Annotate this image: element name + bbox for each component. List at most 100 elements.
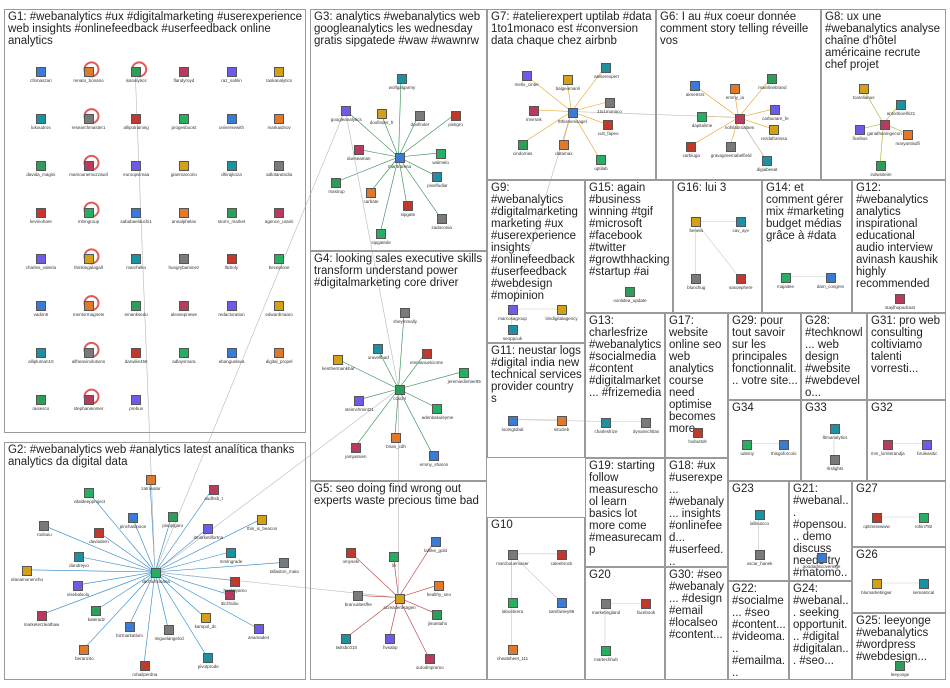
- avatar-icon: [83, 301, 94, 312]
- avatar-icon: [433, 581, 444, 592]
- node-label: twitsbc010: [335, 645, 358, 651]
- avatar-icon: [435, 148, 446, 159]
- avatar-icon: [203, 524, 214, 535]
- avatar-icon: [226, 254, 237, 265]
- avatar-icon: [876, 160, 887, 171]
- node-label: sasoephere: [728, 284, 753, 290]
- node-label: emmy_ia: [725, 95, 744, 101]
- node-label: optimisewww: [863, 524, 890, 529]
- node-label: ccschl: [393, 396, 406, 401]
- group-g13: G13: charlesfrize #webanalytics #socialm…: [585, 313, 665, 458]
- avatar-icon: [430, 536, 441, 547]
- node-label: balgeomanli: [555, 85, 580, 91]
- avatar-icon: [274, 254, 285, 265]
- edge-g3: [379, 156, 399, 234]
- avatar-icon: [345, 547, 356, 558]
- node-label: pivuplgaro: [162, 522, 184, 528]
- avatar-icon: [556, 415, 567, 426]
- node-label: adlotaratndia: [266, 171, 293, 177]
- node-label: dhirajkoza: [221, 171, 242, 177]
- edge-g7: [525, 74, 572, 112]
- node-label: kenthermankhar: [321, 366, 355, 371]
- group-g28: G28: #techknowl... web design #website #…: [801, 313, 867, 400]
- avatar-icon: [35, 394, 46, 405]
- avatar-icon: [556, 549, 567, 560]
- edge-g2: [95, 571, 156, 611]
- node-label: ebanguelava: [218, 358, 245, 364]
- node-label: leeyonge: [890, 672, 910, 677]
- group-g17: G17: website online seo web analytics co…: [665, 313, 728, 458]
- group-g9: G9: #webanalytics #digitalmarketing mark…: [487, 180, 585, 343]
- avatar-icon: [79, 645, 90, 656]
- edge-g4: [398, 388, 434, 456]
- edge-g2: [128, 571, 156, 627]
- node-label: cindorrias: [512, 150, 533, 156]
- avatar-icon: [279, 558, 290, 569]
- avatar-icon: [124, 622, 135, 633]
- node-label: mastrup: [328, 189, 345, 195]
- node-label: timdigitalagency: [545, 316, 578, 321]
- edge-g4: [376, 347, 399, 390]
- node-label: samfanley99: [548, 608, 575, 614]
- node-label: beranzito: [75, 656, 94, 662]
- edge-g3: [398, 114, 420, 158]
- edge-g4: [394, 388, 399, 437]
- avatar-icon: [432, 403, 443, 414]
- node-label: progesboost: [171, 125, 197, 131]
- edge-g2: [26, 569, 156, 573]
- group-label: G25: leeyonge #webanalytics #wordpress #…: [856, 615, 935, 663]
- node-label: mello_cinter: [514, 82, 539, 88]
- edge-g3: [345, 109, 399, 158]
- node-label: nitocleb: [553, 426, 570, 432]
- edge-g8: [879, 123, 884, 165]
- avatar-icon: [641, 599, 651, 610]
- avatar-icon: [396, 74, 407, 85]
- avatar-icon: [131, 207, 142, 218]
- node-label: adlaysmara: [172, 358, 196, 364]
- edge-g3: [380, 112, 399, 158]
- group-g21: G21: #webanal... #opensou... demo discus…: [789, 481, 852, 581]
- node-label: emanksedu: [124, 312, 148, 318]
- avatar-icon: [902, 129, 913, 140]
- node-label: elanamonencho: [11, 576, 44, 582]
- avatar-icon: [507, 645, 518, 656]
- avatar-icon: [274, 114, 285, 125]
- edge-g4: [398, 388, 437, 408]
- avatar-icon: [734, 113, 745, 124]
- node-label: vadim5: [33, 312, 49, 318]
- node-label: lukoudros: [31, 125, 51, 131]
- avatar-icon: [226, 207, 237, 218]
- node-label: emmanuelciome: [409, 359, 443, 365]
- node-label: seoppcuk: [502, 336, 523, 341]
- node-label: cfsmaszari: [30, 78, 52, 84]
- node-label: brancaltesffre: [344, 602, 372, 608]
- avatar-icon: [830, 424, 840, 435]
- avatar-icon: [895, 100, 906, 111]
- avatar-icon: [726, 142, 737, 153]
- avatar-icon: [167, 511, 178, 522]
- node-label: mmlngrade: [219, 559, 243, 564]
- group-g30: G30: #seo #webanaly... #design #email #l…: [665, 567, 728, 680]
- edge-g5: [398, 597, 430, 658]
- avatar-icon: [692, 427, 703, 438]
- group-g14: G14: et comment gérer mix #marketing bud…: [762, 180, 852, 313]
- node-label: darwilie456: [124, 358, 148, 364]
- node-label: rohailperdna: [132, 671, 158, 677]
- avatar-icon: [507, 305, 518, 315]
- edge-g7: [571, 101, 609, 112]
- group-label: G7: #atelierexpert uptilab #data 1to1mon…: [491, 11, 655, 47]
- node-label: kampol_dc: [194, 624, 217, 630]
- node-label: 1to1monaco: [597, 108, 622, 114]
- edge-g3: [357, 148, 399, 158]
- avatar-icon: [83, 160, 94, 171]
- cross-group-edge: [154, 388, 399, 573]
- group-label: G9: #webanalytics #digitalmarketing mark…: [491, 182, 582, 302]
- avatar-icon: [226, 67, 237, 78]
- cross-group-edge: [134, 71, 156, 573]
- node-label: maryantisdfi: [895, 140, 920, 146]
- group-g11: G11: neustar logs #digital india new tec…: [487, 343, 585, 458]
- node-label: lltdroly: [224, 265, 238, 271]
- avatar-icon: [697, 112, 708, 122]
- node-label: carbunare_fe: [762, 115, 789, 121]
